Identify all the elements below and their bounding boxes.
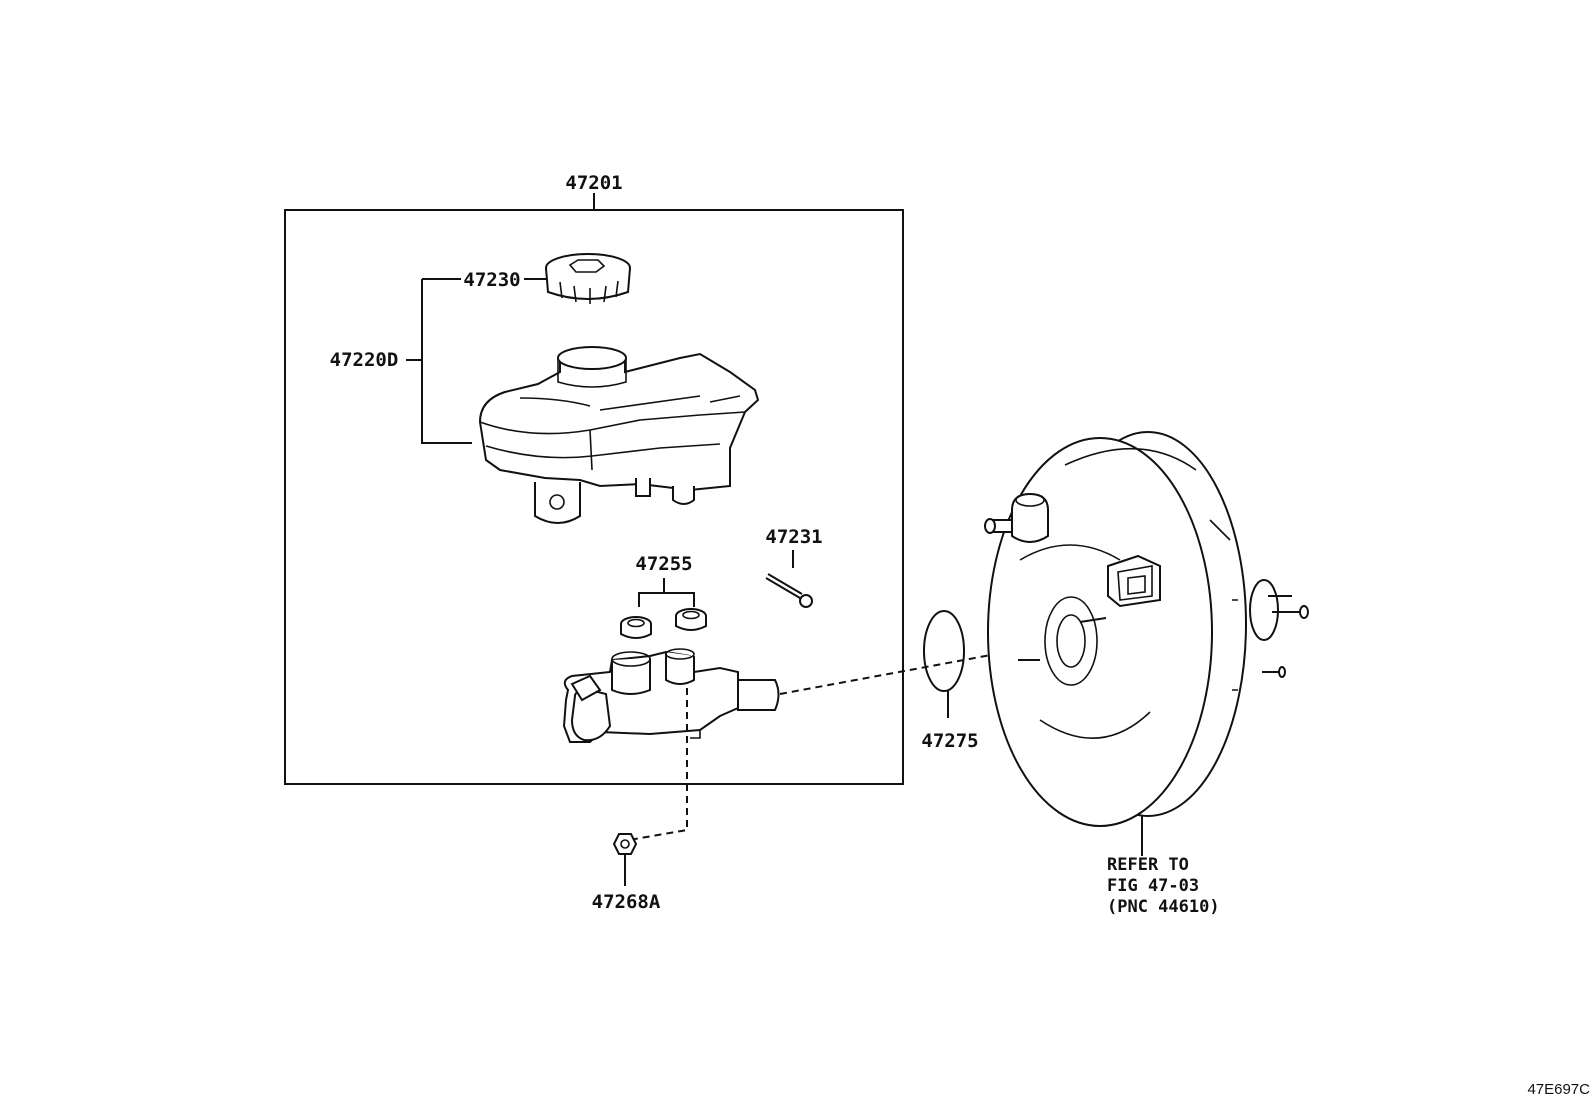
reference-line-2: FIG 47-03 (1107, 876, 1199, 896)
reservoir-tank (478, 346, 760, 524)
label-47231[interactable]: 47231 (765, 526, 822, 548)
grommet-right (675, 608, 707, 631)
reference-line-1: REFER TO (1107, 855, 1189, 875)
grommet-left (620, 616, 652, 639)
label-47275[interactable]: 47275 (921, 730, 978, 752)
brake-booster (984, 431, 1309, 827)
pin-part (765, 573, 813, 608)
label-47220D[interactable]: 47220D (330, 349, 399, 371)
reservoir-cap (545, 253, 631, 304)
grommets-bracket (638, 592, 695, 607)
label-47255[interactable]: 47255 (635, 553, 692, 575)
label-47230[interactable]: 47230 (463, 269, 520, 291)
nut-dash-line (628, 688, 688, 841)
label-47268A[interactable]: 47268A (592, 891, 661, 913)
nut-part (612, 833, 638, 855)
figure-id: 47E697C (1527, 1081, 1590, 1098)
master-cylinder (562, 648, 780, 743)
label-47201[interactable]: 47201 (565, 172, 622, 194)
o-ring-part (923, 610, 965, 692)
reference-line-3: (PNC 44610) (1107, 897, 1220, 917)
reservoir-bracket (421, 279, 472, 444)
